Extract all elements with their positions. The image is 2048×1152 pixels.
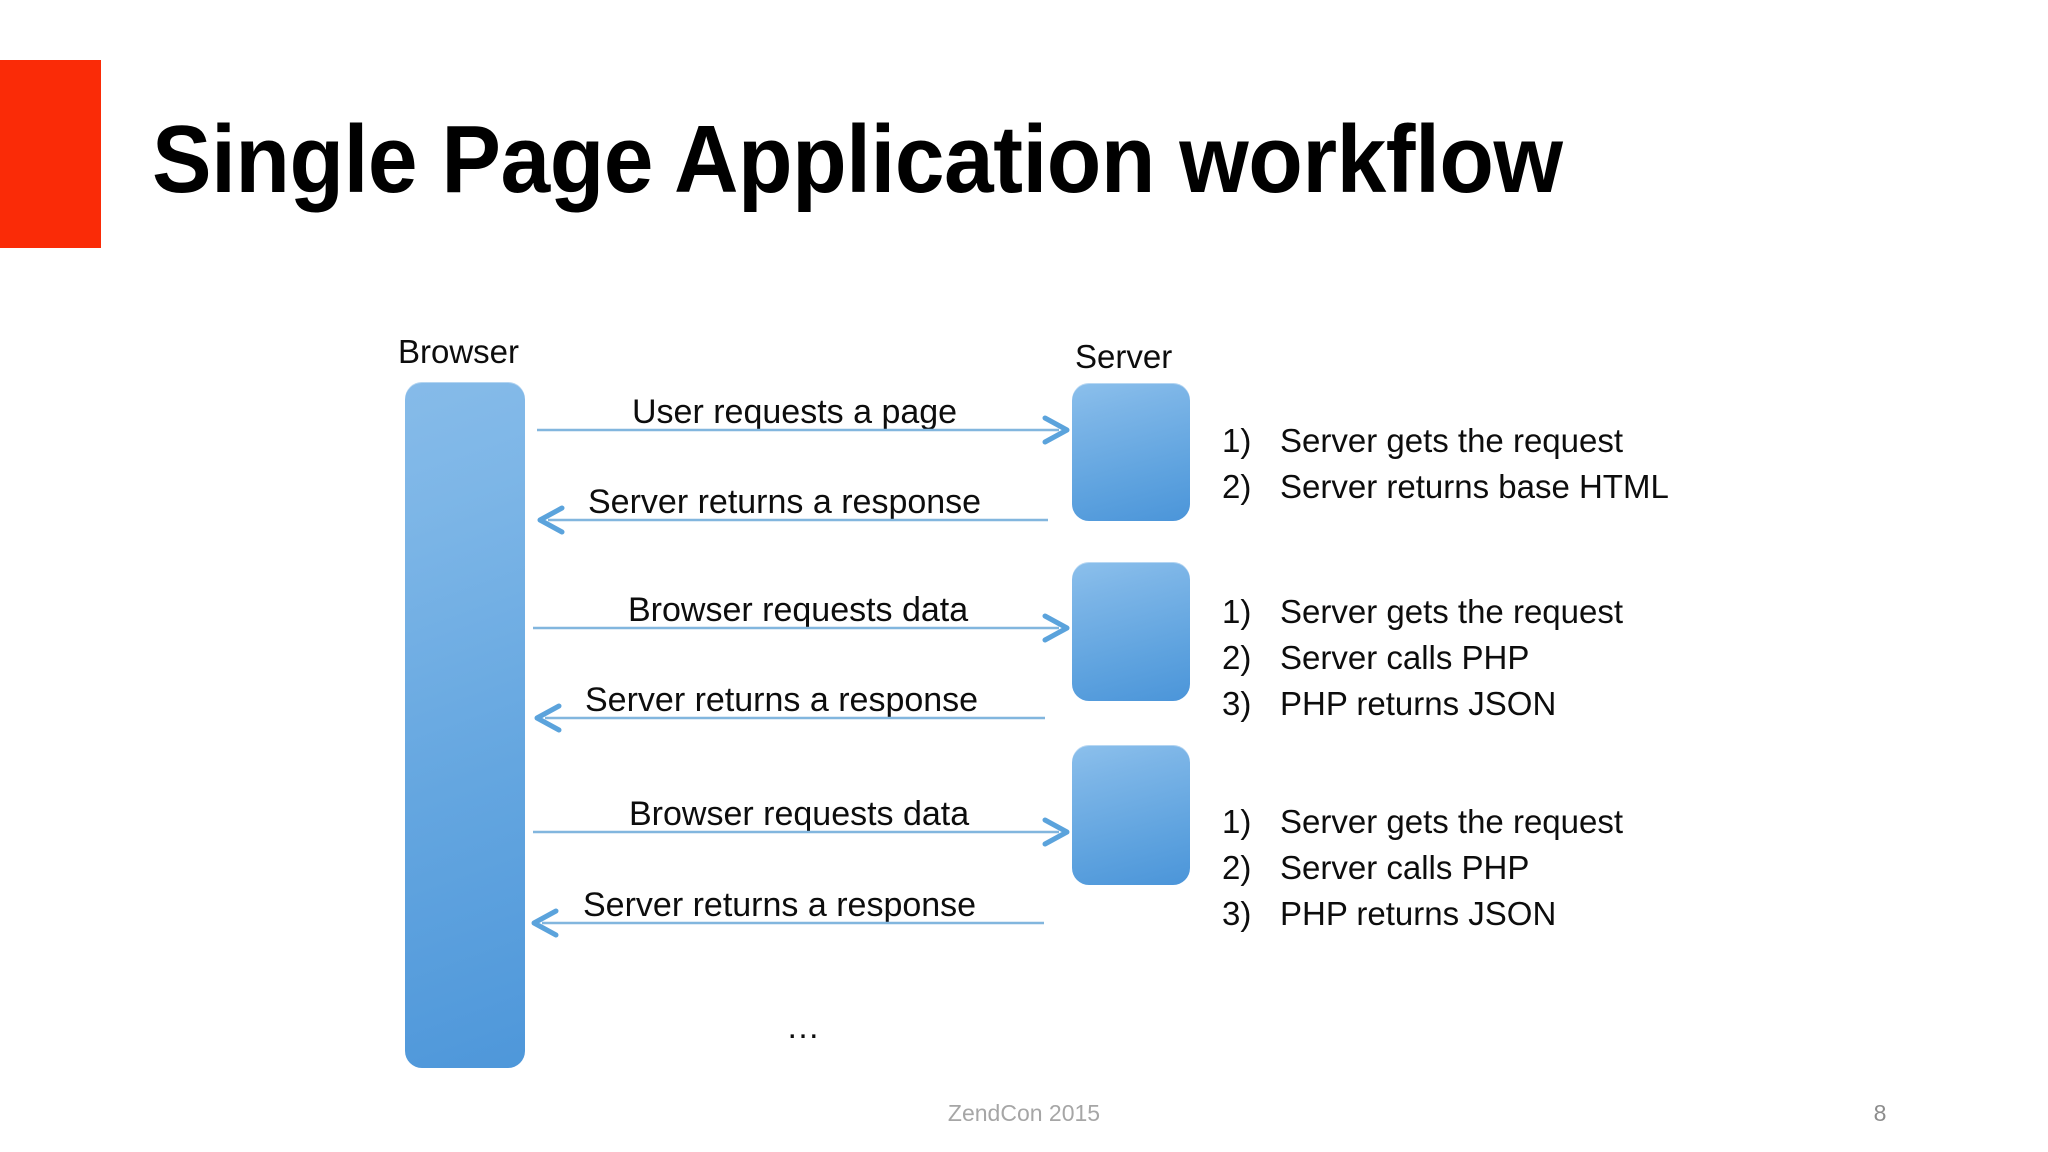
arrow-left-6 xyxy=(531,908,1044,939)
step-text: Server calls PHP xyxy=(1280,639,1530,676)
step-number: 2) xyxy=(1222,849,1252,886)
browser-lifeline-bar xyxy=(405,382,525,1068)
step-text: Server calls PHP xyxy=(1280,849,1530,886)
page-number: 8 xyxy=(1873,1100,1887,1126)
step-text: Server gets the request xyxy=(1280,593,1624,630)
server-step-list-2: 1) Server gets the request 2) Server cal… xyxy=(1222,589,1623,727)
arrow-label-6: Server returns a response xyxy=(583,886,977,924)
red-accent-block xyxy=(0,60,101,248)
arrow-left-4 xyxy=(534,703,1045,734)
arrow-label-3: Browser requests data xyxy=(628,591,969,629)
step-text: Server gets the request xyxy=(1280,422,1624,459)
list-item: 2) Server calls PHP xyxy=(1222,845,1623,891)
list-item: 1) Server gets the request xyxy=(1222,799,1623,845)
step-number: 3) xyxy=(1222,895,1252,932)
arrow-label-5: Browser requests data xyxy=(629,795,970,833)
arrow-right-5 xyxy=(533,817,1071,848)
arrow-right-3 xyxy=(533,613,1071,644)
server-activation-box-2 xyxy=(1072,562,1190,701)
arrow-label-2: Server returns a response xyxy=(588,483,982,521)
arrow-label-1: User requests a page xyxy=(632,393,958,431)
arrow-right-1 xyxy=(537,415,1071,446)
step-text: PHP returns JSON xyxy=(1280,685,1557,722)
step-number: 1) xyxy=(1222,593,1252,630)
footer-conference-label: ZendCon 2015 xyxy=(947,1100,1101,1126)
list-item: 2) Server calls PHP xyxy=(1222,635,1623,681)
step-number: 3) xyxy=(1222,685,1252,722)
step-number: 2) xyxy=(1222,639,1252,676)
list-item: 2) Server returns base HTML xyxy=(1222,464,1669,510)
step-number: 2) xyxy=(1222,468,1252,505)
step-number: 1) xyxy=(1222,803,1252,840)
step-text: PHP returns JSON xyxy=(1280,895,1557,932)
step-text: Server returns base HTML xyxy=(1280,468,1669,505)
server-step-list-1: 1) Server gets the request 2) Server ret… xyxy=(1222,418,1669,510)
ellipsis-continuation: … xyxy=(786,1008,820,1046)
list-item: 1) Server gets the request xyxy=(1222,418,1669,464)
server-activation-box-1 xyxy=(1072,383,1190,521)
arrow-left-2 xyxy=(537,505,1048,536)
step-number: 1) xyxy=(1222,422,1252,459)
list-item: 3) PHP returns JSON xyxy=(1222,891,1623,937)
list-item: 3) PHP returns JSON xyxy=(1222,681,1623,727)
browser-column-label: Browser xyxy=(398,333,520,370)
list-item: 1) Server gets the request xyxy=(1222,589,1623,635)
page-title: Single Page Application workflow xyxy=(152,106,1563,213)
server-column-label: Server xyxy=(1075,338,1173,375)
arrow-label-4: Server returns a response xyxy=(585,681,979,719)
server-step-list-3: 1) Server gets the request 2) Server cal… xyxy=(1222,799,1623,937)
server-activation-box-3 xyxy=(1072,745,1190,885)
step-text: Server gets the request xyxy=(1280,803,1624,840)
